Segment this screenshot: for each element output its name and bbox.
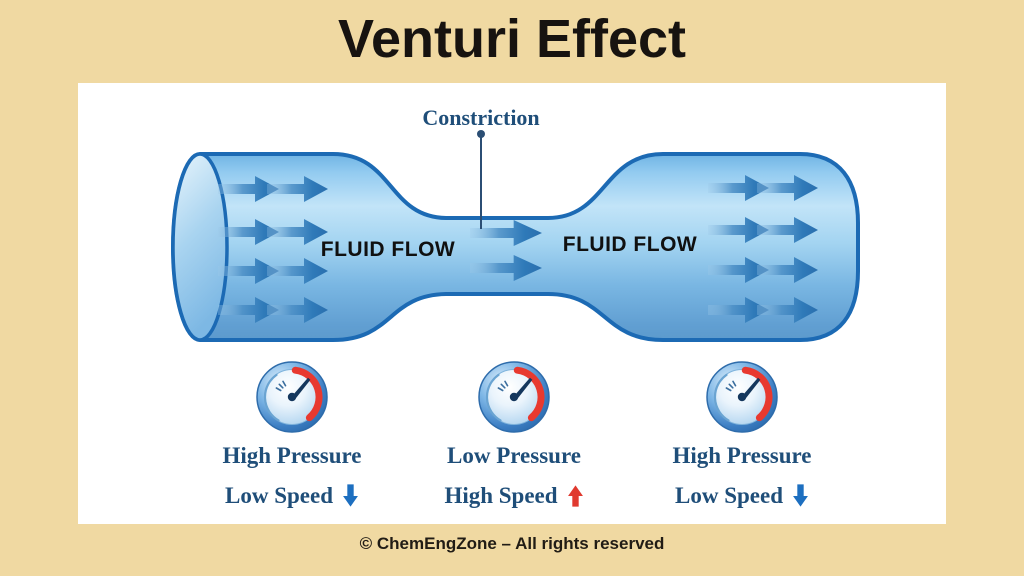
pressure-label: High Pressure — [222, 443, 362, 468]
station-throat: Low Pressure High Speed — [399, 442, 629, 510]
constriction-pointer-line — [477, 130, 485, 229]
station-outlet: High Pressure Low Speed — [627, 442, 857, 510]
constriction-label: Constriction — [422, 105, 540, 130]
venturi-diagram-svg — [171, 130, 860, 524]
pressure-label: Low Pressure — [447, 443, 581, 468]
pipe-inlet-opening — [171, 152, 229, 342]
station-inlet: High Pressure Low Speed — [177, 442, 407, 510]
page-title: Venturi Effect — [337, 9, 687, 69]
outlet-pressure-gauge-icon — [707, 362, 777, 432]
speed-label: Low Speed — [225, 483, 333, 508]
speed-down-arrow-icon — [343, 484, 358, 507]
speed-down-arrow-icon — [793, 484, 808, 507]
pressure-label: High Pressure — [672, 443, 812, 468]
speed-up-arrow-icon — [567, 485, 583, 507]
throat-pressure-gauge-icon — [479, 362, 549, 432]
speed-label: Low Speed — [675, 483, 783, 508]
diagram-panel: Constriction FLUID FLOW FLUID FLOW High … — [78, 83, 946, 524]
fluid-flow-label-right: FLUID FLOW — [562, 233, 698, 256]
copyright-footer: © ChemEngZone – All rights reserved — [359, 534, 665, 553]
fluid-flow-label-left: FLUID FLOW — [320, 238, 456, 261]
inlet-pressure-gauge-icon — [257, 362, 327, 432]
speed-label: High Speed — [444, 483, 558, 508]
